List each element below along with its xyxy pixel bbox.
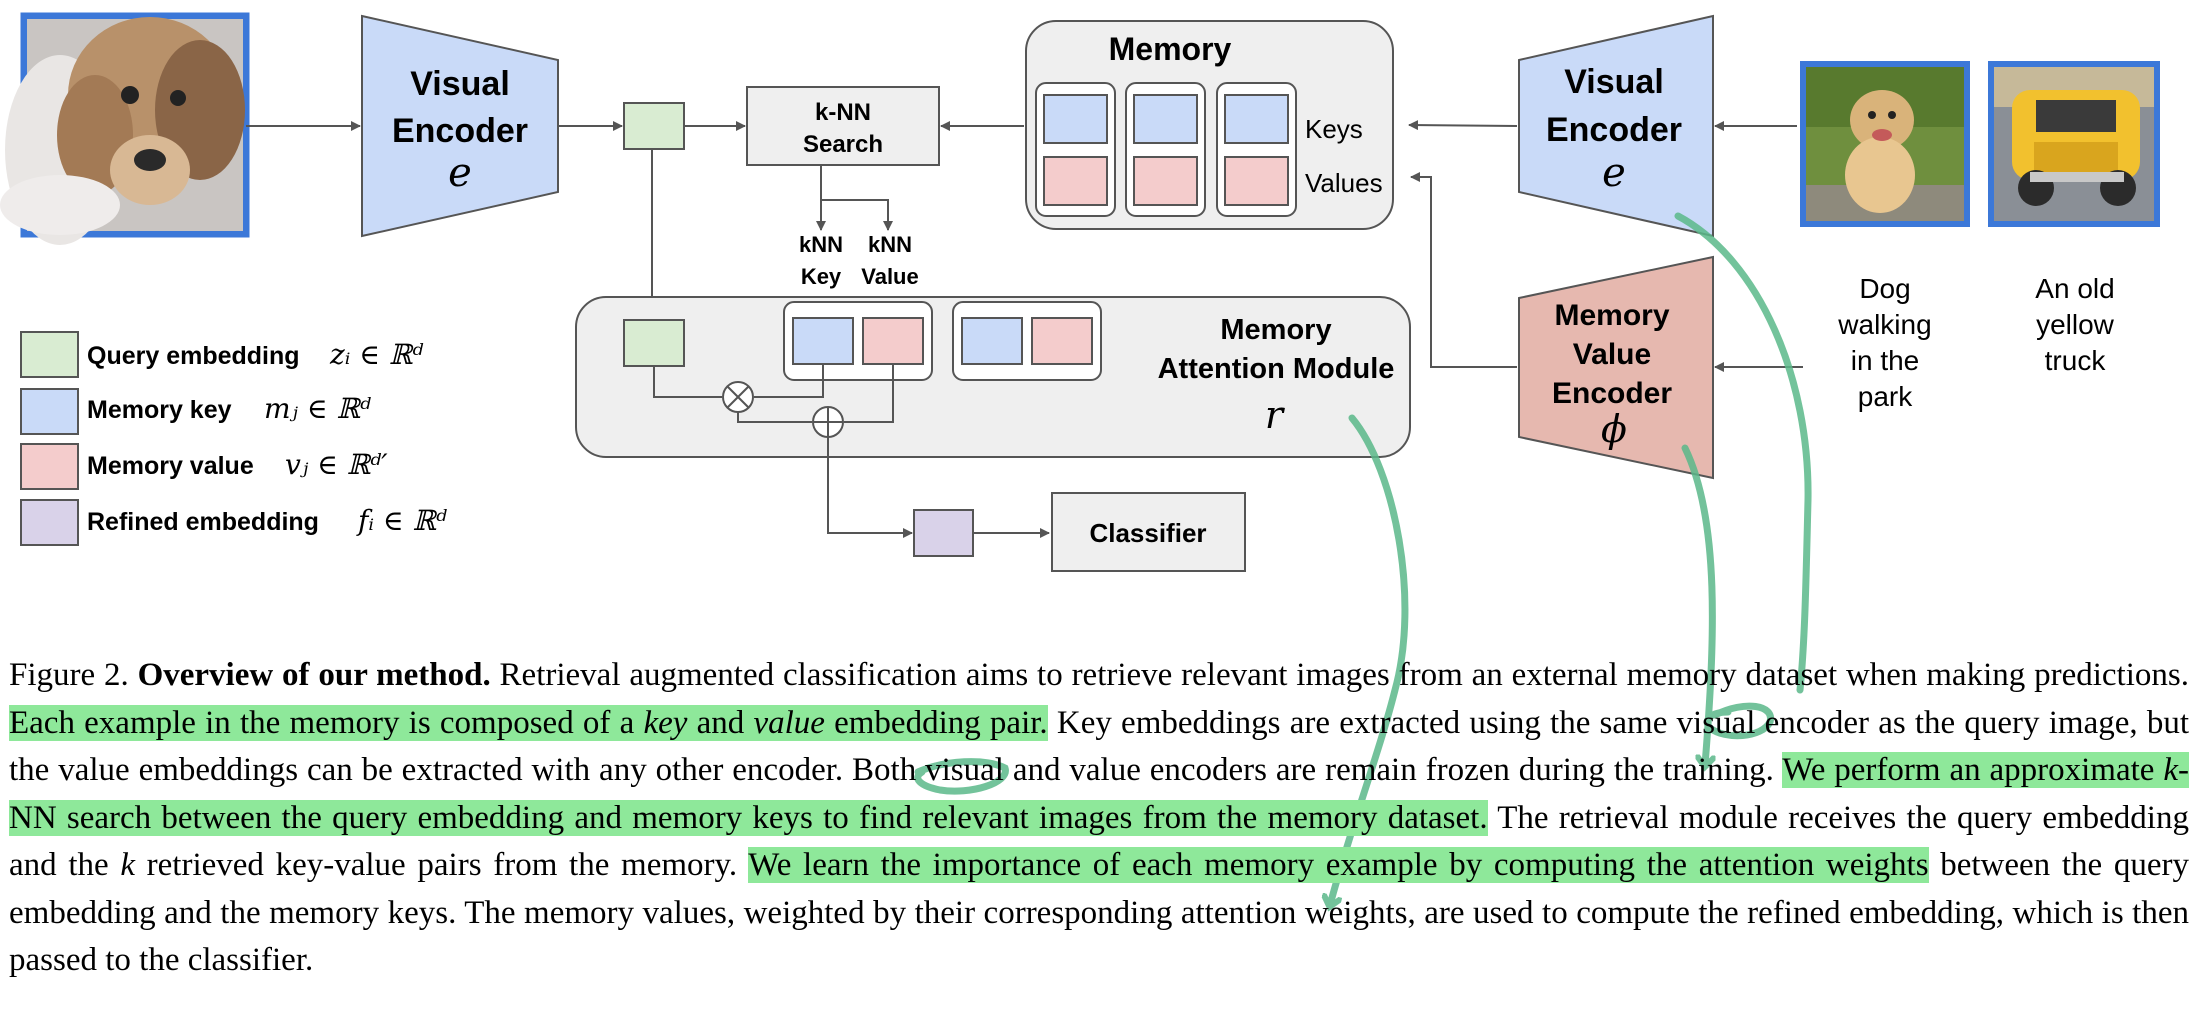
attention-symbol: r [1265,393,1286,437]
memory-value-encoder: Memory Value Encoder ϕ [1518,255,1714,480]
caption-sentence-2: Key embeddings are extracted using the s… [9,704,2189,789]
knn-search-box: k-NN Search [746,86,940,166]
annotation-scribble-value [914,758,1009,795]
memory-title: Memory [1109,31,1232,67]
memory-attention-module: Memory Attention Module r [575,296,1411,458]
value-encoder-line1: Memory [1554,299,1669,332]
caption-prefix: Figure 2. [9,657,138,693]
knn-search-line2: Search [803,131,883,158]
classifier-box: Classifier [1051,492,1246,572]
attention-key-cell [792,317,854,365]
right-encoder-title-1: Visual [1564,63,1664,101]
truck-caption-line1: An old [2035,273,2114,304]
caption-sentence-1: Retrieval augmented classification aims … [490,657,2189,693]
annotation-scribble-key [1703,702,1774,740]
caption-value-word: value [753,704,825,741]
attention-key-cell [961,317,1023,365]
truck-caption-line2: yellow [2036,309,2115,340]
dog-caption-line4: park [1858,381,1913,412]
memory-value-cell [1043,156,1108,206]
legend: Query embedding zᵢ ∈ ℝᵈ Memory key mⱼ ∈ … [20,331,448,546]
caption-highlight-2a: We perform an approximate [1782,752,2164,788]
memory-block: Memory Keys Values [1025,20,1394,230]
attention-title-1: Memory [1220,314,1331,346]
annotation-arrow-encoder [1674,212,1812,694]
left-encoder-symbol: e [448,150,472,196]
legend-math-refined: fᵢ ∈ ℝᵈ [356,504,448,537]
caption-k-symbol: k [2163,752,2178,788]
caption-highlight-1: Each example in the memory is composed o… [9,704,1048,741]
memory-dog-image [1800,61,1970,227]
attention-title-2: Attention Module [1158,353,1395,385]
dog-caption-line2: walking [1837,309,1931,340]
caption-highlight-1b: and [687,704,754,741]
legend-label-key: Memory key [87,396,232,424]
memory-value-cell [1133,156,1198,206]
knn-value-line1: kNN [868,232,912,257]
legend-math-query: zᵢ ∈ ℝᵈ [329,338,424,371]
attention-value-cell [1031,317,1093,365]
knn-key-line2: Key [801,264,842,289]
knn-key-line1: kNN [799,232,843,257]
classifier-label: Classifier [1089,518,1206,548]
left-encoder-title-2: Encoder [392,112,528,150]
figure-caption: Figure 2. Overview of our method. Retrie… [9,652,2189,985]
legend-math-key: mⱼ ∈ ℝᵈ [264,392,372,425]
value-encoder-symbol: ϕ [1601,407,1627,451]
caption-bold-title: Overview of our method. [137,657,491,693]
legend-math-value: vⱼ ∈ ℝᵈ′ [285,448,388,481]
attention-query-cell [623,319,685,367]
caption-highlight-3: We learn the importance of each memory e… [748,847,1929,883]
right-encoder-symbol: e [1602,150,1626,196]
legend-swatch-value [20,443,79,490]
left-encoder-title-1: Visual [410,65,510,103]
legend-label-value: Memory value [87,452,254,480]
caption-key-word: key [643,704,688,741]
truck-caption-line3: truck [2045,345,2107,376]
caption-k-symbol-2: k [120,847,135,883]
memory-truck-image [1988,61,2160,227]
legend-label-refined: Refined embedding [87,508,319,536]
knn-search-line1: k-NN [815,99,871,126]
memory-keys-label: Keys [1305,114,1363,144]
left-visual-encoder: Visual Encoder e [361,14,559,238]
caption-highlight-1c: embedding pair. [824,704,1048,741]
caption-sentence-3a: The retrieval module receives the query … [9,799,2189,884]
dog-caption-line3: in the [1851,345,1920,376]
query-dog-image [0,12,250,245]
query-embedding-box [623,102,685,150]
caption-highlight-2b: -NN search between the query embedding a… [9,752,2189,836]
memory-value-cell [1224,156,1289,206]
attention-value-cell [862,317,924,365]
legend-swatch-query [20,331,79,378]
legend-label-query: Query embedding [87,342,300,370]
knn-value-line2: Value [861,264,918,289]
memory-values-label: Values [1305,168,1383,198]
memory-key-cell [1043,94,1108,144]
dog-caption-line1: Dog [1859,273,1910,304]
caption-sentence-3b: retrieved key-value pairs from the memor… [134,847,749,883]
legend-swatch-key [20,388,79,435]
caption-sentence-4: between the query embedding and the memo… [9,847,2189,978]
caption-highlight-1a: Each example in the memory is composed o… [9,704,644,741]
memory-key-cell [1133,94,1198,144]
right-visual-encoder: Visual Encoder e [1518,14,1714,238]
refined-embedding-box [913,509,974,557]
value-encoder-line3: Encoder [1552,377,1672,410]
right-encoder-title-2: Encoder [1546,111,1682,149]
memory-key-cell [1224,94,1289,144]
value-encoder-line2: Value [1573,338,1651,371]
legend-swatch-refined [20,499,79,546]
